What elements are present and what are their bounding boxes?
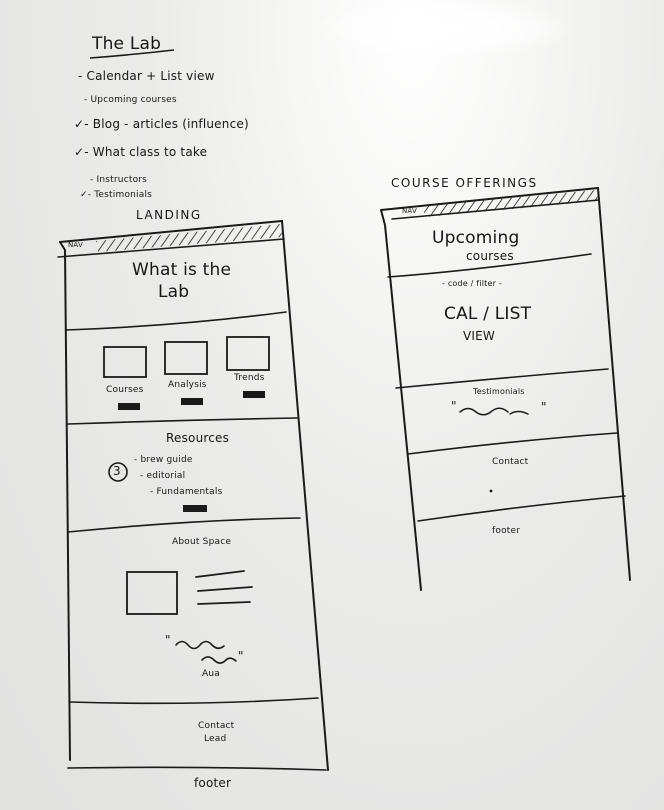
notes-item: ✓- Blog - articles (influence) xyxy=(74,117,249,131)
course-nav-hatch xyxy=(423,190,598,217)
landing-nav-label: NAV xyxy=(68,241,83,249)
contact-dot xyxy=(489,489,493,493)
landing-hero-line: What is the xyxy=(132,260,232,280)
about-image-box xyxy=(126,571,178,615)
notes-item: - Calendar + List view xyxy=(78,69,215,83)
landing-heading: LANDING xyxy=(136,208,202,222)
course-frame-right xyxy=(380,186,631,581)
landing-frame-left xyxy=(59,241,71,761)
card-label-analysis: Analysis xyxy=(168,380,207,390)
notes-item: - Upcoming courses xyxy=(84,95,177,105)
landing-divider xyxy=(67,766,327,771)
contact-line: Contact xyxy=(198,721,235,731)
course-divider xyxy=(417,495,626,522)
course-divider xyxy=(395,368,609,389)
card-cta-trends xyxy=(243,391,265,398)
landing-divider xyxy=(69,697,319,705)
notes-item: ✓- What class to take xyxy=(74,145,208,159)
course-divider xyxy=(407,432,618,455)
course-divider xyxy=(387,253,592,278)
courses-title-line: courses xyxy=(466,249,514,263)
landing-divider xyxy=(65,311,287,331)
card-cta-courses xyxy=(118,403,140,410)
landing-frame-right xyxy=(59,219,329,771)
landing-nav-line xyxy=(57,238,285,258)
resources-item: - brew guide xyxy=(134,455,193,465)
course-frame-left xyxy=(380,209,422,591)
courses-title-line: Upcoming xyxy=(432,228,520,248)
resources-item: - Fundamentals xyxy=(150,487,223,497)
courses-contact: Contact xyxy=(492,457,529,467)
landing-footer: footer xyxy=(194,776,232,790)
light-glare xyxy=(318,0,568,58)
testimonial-squiggle xyxy=(509,410,529,415)
card-box-analysis xyxy=(164,341,208,375)
testimonial-quote-open: " xyxy=(451,399,457,413)
courses-testimonial: Testimonials xyxy=(473,387,525,396)
about-heading: About Space xyxy=(172,537,232,547)
landing-divider xyxy=(67,517,301,533)
courses-view-line: CAL / LIST xyxy=(444,304,532,324)
notes-title: The Lab xyxy=(92,34,162,54)
landing-divider xyxy=(67,417,299,425)
landing-nav-hatch xyxy=(96,224,282,252)
card-label-trends: Trends xyxy=(234,373,265,383)
courses-nav-label: NAV xyxy=(402,207,417,215)
testimonial-squiggle xyxy=(459,407,509,416)
contact-line: Lead xyxy=(204,734,227,744)
testimonial-quote-close: " xyxy=(541,400,547,414)
courses-view-line: VIEW xyxy=(463,329,495,343)
card-cta-analysis xyxy=(181,398,203,405)
about-text-line xyxy=(197,586,253,592)
resources-title: Resources xyxy=(166,431,230,445)
resources-count: 3 xyxy=(113,464,121,478)
notes-item: ✓- Testimonials xyxy=(80,190,153,200)
courses-heading: COURSE OFFERINGS xyxy=(391,176,538,190)
courses-footer: footer xyxy=(492,526,521,536)
quote-squiggle xyxy=(201,656,237,664)
card-label-courses: Courses xyxy=(106,385,144,395)
resources-count-circle xyxy=(108,462,128,482)
quote-open: " xyxy=(165,633,171,647)
card-box-courses xyxy=(103,346,147,378)
quote-squiggle xyxy=(175,640,225,650)
quote-close: " xyxy=(238,649,244,663)
quote-attribution: Aua xyxy=(202,669,220,679)
landing-hero-line: Lab xyxy=(158,282,190,302)
courses-filter: - code / filter - xyxy=(442,279,502,288)
notes-item: - Instructors xyxy=(90,175,148,185)
resources-cta xyxy=(183,505,207,512)
card-box-trends xyxy=(226,336,270,371)
about-text-line xyxy=(195,570,245,578)
about-text-line xyxy=(197,601,251,605)
resources-item: - editorial xyxy=(140,471,186,481)
